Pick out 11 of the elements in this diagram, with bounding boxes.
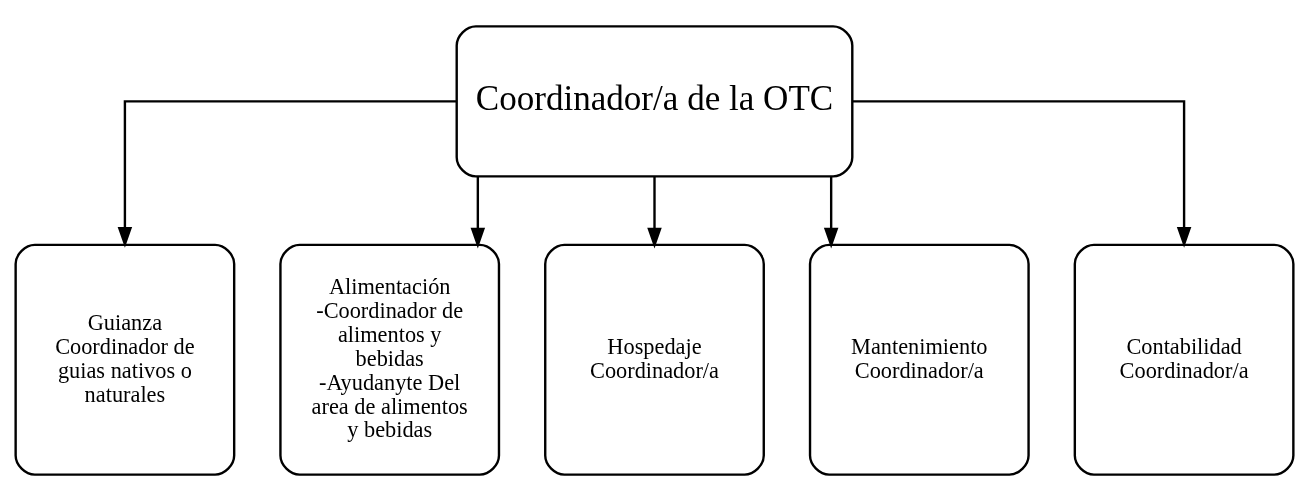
node-box: Contabilidad Coordinador/a <box>1073 243 1295 476</box>
node-box: Hospedaje Coordinador/a <box>544 243 765 476</box>
arrow <box>470 176 486 248</box>
node-box: Coordinador/a de la OTC <box>455 24 854 178</box>
node-box: Alimentación -Coordinador de alimentos y bebidas -Ayudanyte Del area de alimentos y bebidas <box>279 243 501 476</box>
arrow <box>117 99 457 248</box>
node-box: Guianza Coordinador de guias nativos o naturales <box>14 243 236 476</box>
arrow <box>852 99 1192 248</box>
arrow <box>647 176 662 248</box>
arrow <box>823 176 839 248</box>
node-box: Mantenimiento Coordinador/a <box>808 243 1030 476</box>
